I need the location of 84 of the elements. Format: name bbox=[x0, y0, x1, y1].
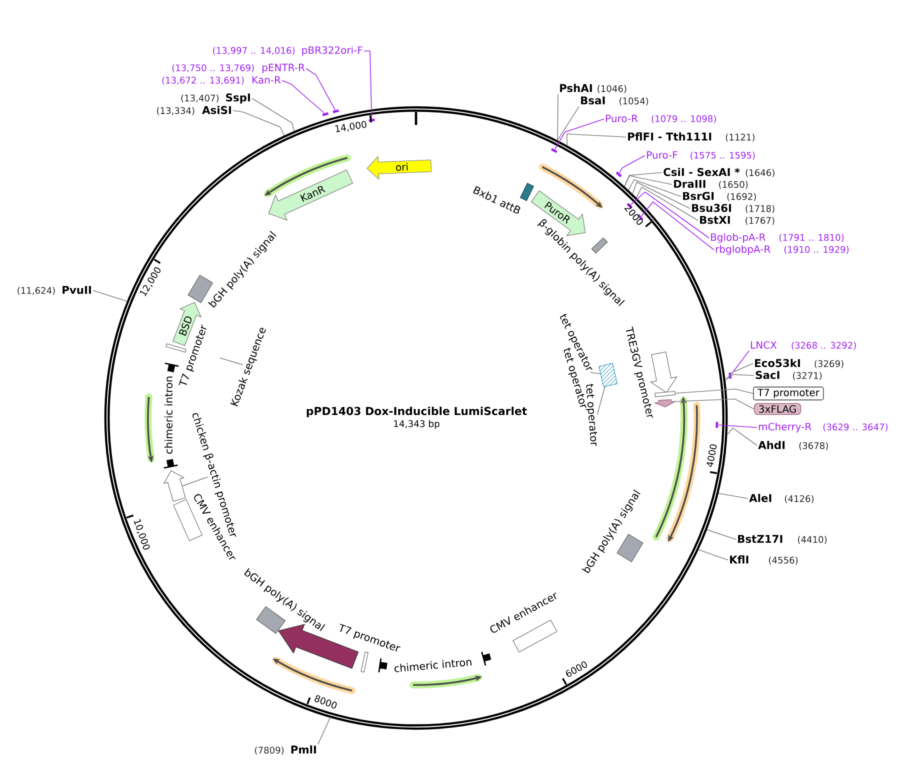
leader-line bbox=[306, 68, 336, 110]
leader-line bbox=[182, 476, 208, 486]
leader-line bbox=[636, 186, 698, 221]
cut-site-label: DraIII (1650) bbox=[674, 180, 748, 189]
primer-label: mCherry-R (3629 .. 3647) bbox=[758, 422, 888, 432]
cut-site-label: PflFI - Tth111I (1121) bbox=[628, 132, 754, 142]
leader-line bbox=[718, 424, 758, 428]
primer-label: Puro-R (1079 .. 1098) bbox=[606, 114, 716, 124]
leader-line bbox=[724, 374, 754, 380]
leader-line bbox=[624, 172, 662, 187]
leader-line bbox=[698, 549, 728, 560]
primer-site-mark bbox=[550, 148, 558, 153]
leader-line bbox=[282, 80, 324, 114]
feature-label: tet operator bbox=[586, 384, 598, 446]
primer-label: (13,750 .. 13,769) pENTR-R bbox=[172, 64, 305, 74]
leader-line bbox=[731, 350, 750, 374]
cut-site-label: (11,624) PvuII bbox=[18, 286, 91, 295]
feature-label: Bxb1 attB bbox=[473, 186, 520, 214]
leader-line bbox=[554, 118, 604, 150]
leader-line bbox=[628, 179, 682, 197]
leader-line bbox=[590, 372, 601, 374]
cut-site-label: BstXI (1767) bbox=[700, 216, 774, 225]
primer-site-mark bbox=[728, 372, 732, 379]
cut-site-label: SacI (3271) bbox=[756, 370, 822, 380]
leader-line bbox=[706, 529, 736, 540]
cut-site-label: BstZ17I (4410) bbox=[738, 535, 827, 544]
leader-line bbox=[557, 94, 558, 141]
primer-site-mark bbox=[616, 172, 622, 178]
primer-site-mark bbox=[626, 202, 633, 209]
cut-site-label: PshAI (1046) bbox=[560, 84, 626, 94]
feature-label: chimeric intron bbox=[394, 660, 472, 672]
cut-site-label: BsaI (1054) bbox=[581, 96, 648, 106]
scale-label: 8000 bbox=[314, 695, 337, 709]
cut-site-label: (7809) PmlI bbox=[255, 745, 316, 755]
leader-line bbox=[624, 175, 672, 187]
cut-site-label: AleI (4126) bbox=[749, 494, 814, 504]
leader-line bbox=[676, 398, 754, 410]
primer-label: Puro-F (1575 .. 1595) bbox=[647, 151, 755, 160]
leader-line bbox=[640, 201, 714, 250]
leader-line bbox=[566, 134, 626, 146]
cut-site-label: BsrGI (1692) bbox=[683, 192, 756, 202]
feature-label-box: 3xFLAG bbox=[754, 403, 802, 415]
leader-line bbox=[252, 98, 295, 132]
cut-site-label: Bsu36I (1718) bbox=[692, 204, 774, 214]
thin-feature-mark bbox=[654, 390, 676, 398]
primer-site-mark bbox=[637, 214, 644, 220]
primer-label: (13,672 .. 13,691) Kan-R bbox=[162, 76, 281, 85]
cut-site-label: (13,407) SspI bbox=[181, 93, 250, 104]
primer-label: rbglobpA-R (1910 .. 1929) bbox=[716, 245, 849, 255]
primer-label: LNCX (3268 .. 3292) bbox=[751, 341, 856, 350]
leader-line bbox=[726, 427, 758, 446]
cut-site-label: Eco53kI (3269) bbox=[755, 358, 844, 368]
leader-line bbox=[92, 290, 128, 302]
scale-label: 14,000 bbox=[335, 121, 366, 132]
feature-block bbox=[163, 470, 186, 502]
primer-label: Bglob-pA-R (1791 .. 1810) bbox=[711, 233, 844, 243]
sequence-length-label: 14,343 bp bbox=[394, 420, 440, 429]
leader-line bbox=[619, 155, 646, 174]
leader-line bbox=[630, 191, 710, 238]
striped-feature-box bbox=[598, 362, 618, 388]
primer-label: (13,997 .. 14,016) pBR322ori-F bbox=[213, 46, 362, 56]
leader-line bbox=[596, 386, 606, 415]
leader-line bbox=[724, 363, 754, 380]
primer-site-mark bbox=[716, 422, 718, 428]
cut-site-label: AhdI (3678) bbox=[758, 440, 828, 450]
primer-site-mark bbox=[368, 118, 375, 122]
scale-label: 4000 bbox=[706, 444, 717, 468]
leader-line bbox=[318, 717, 330, 745]
feature-label: chimeric intron bbox=[164, 376, 173, 454]
feature-block: KanR bbox=[268, 169, 354, 221]
primer-site-mark bbox=[322, 112, 329, 116]
cut-site-label: KflI (4556) bbox=[730, 555, 798, 565]
leader-line bbox=[364, 50, 372, 120]
leader-line bbox=[674, 388, 754, 394]
leader-line bbox=[232, 110, 285, 136]
leader-line bbox=[557, 106, 580, 141]
leader-line bbox=[632, 182, 690, 209]
cut-site-label: CsiI - SexAI * (1646) bbox=[664, 168, 774, 178]
primer-site-mark bbox=[332, 109, 340, 114]
cut-site-label: (13,334) AsiSI bbox=[157, 106, 231, 116]
leader-line bbox=[220, 358, 244, 366]
leader-line bbox=[718, 493, 748, 499]
map-title: pPD1403 Dox-Inducible LumiScarlet bbox=[306, 406, 527, 418]
feature-label-box: T7 promoter bbox=[753, 386, 824, 400]
